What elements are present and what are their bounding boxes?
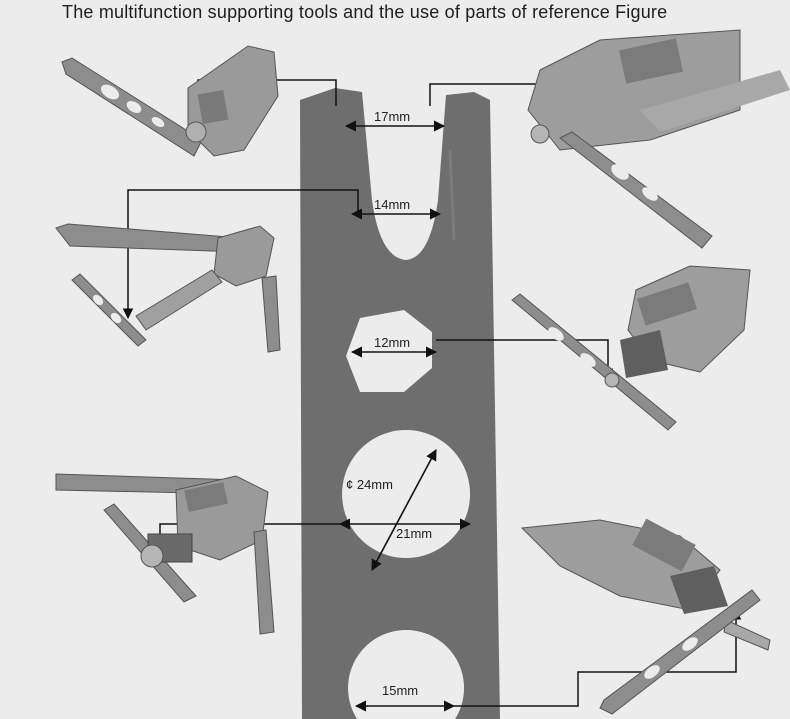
dim-24-label: ¢ 24mm	[346, 477, 393, 492]
tool-top-left-illustration	[61, 45, 279, 157]
leader-line-bottom-right	[454, 608, 742, 707]
tool-top-right-illustration	[527, 29, 790, 249]
dim-14-label: 14mm	[374, 197, 410, 212]
wrench-shine	[448, 149, 456, 241]
dim-15-label: 15mm	[382, 683, 418, 698]
tool-mid-left-illustration	[55, 223, 281, 353]
dim-17-label: 17mm	[374, 109, 410, 124]
tool-low-left-illustration	[55, 473, 275, 635]
leader-line-mid-left	[122, 189, 359, 320]
dim-24-arrow	[371, 449, 437, 571]
tool-mid-right-illustration	[511, 265, 751, 431]
wrench-plate	[300, 88, 500, 719]
dim-12-label: 12mm	[374, 335, 410, 350]
leader-line-mid-right	[436, 339, 614, 380]
dim-21-label: 21mm	[396, 526, 432, 541]
page-title: The multifunction supporting tools and t…	[62, 2, 668, 22]
tool-bottom-right-illustration	[520, 518, 771, 715]
